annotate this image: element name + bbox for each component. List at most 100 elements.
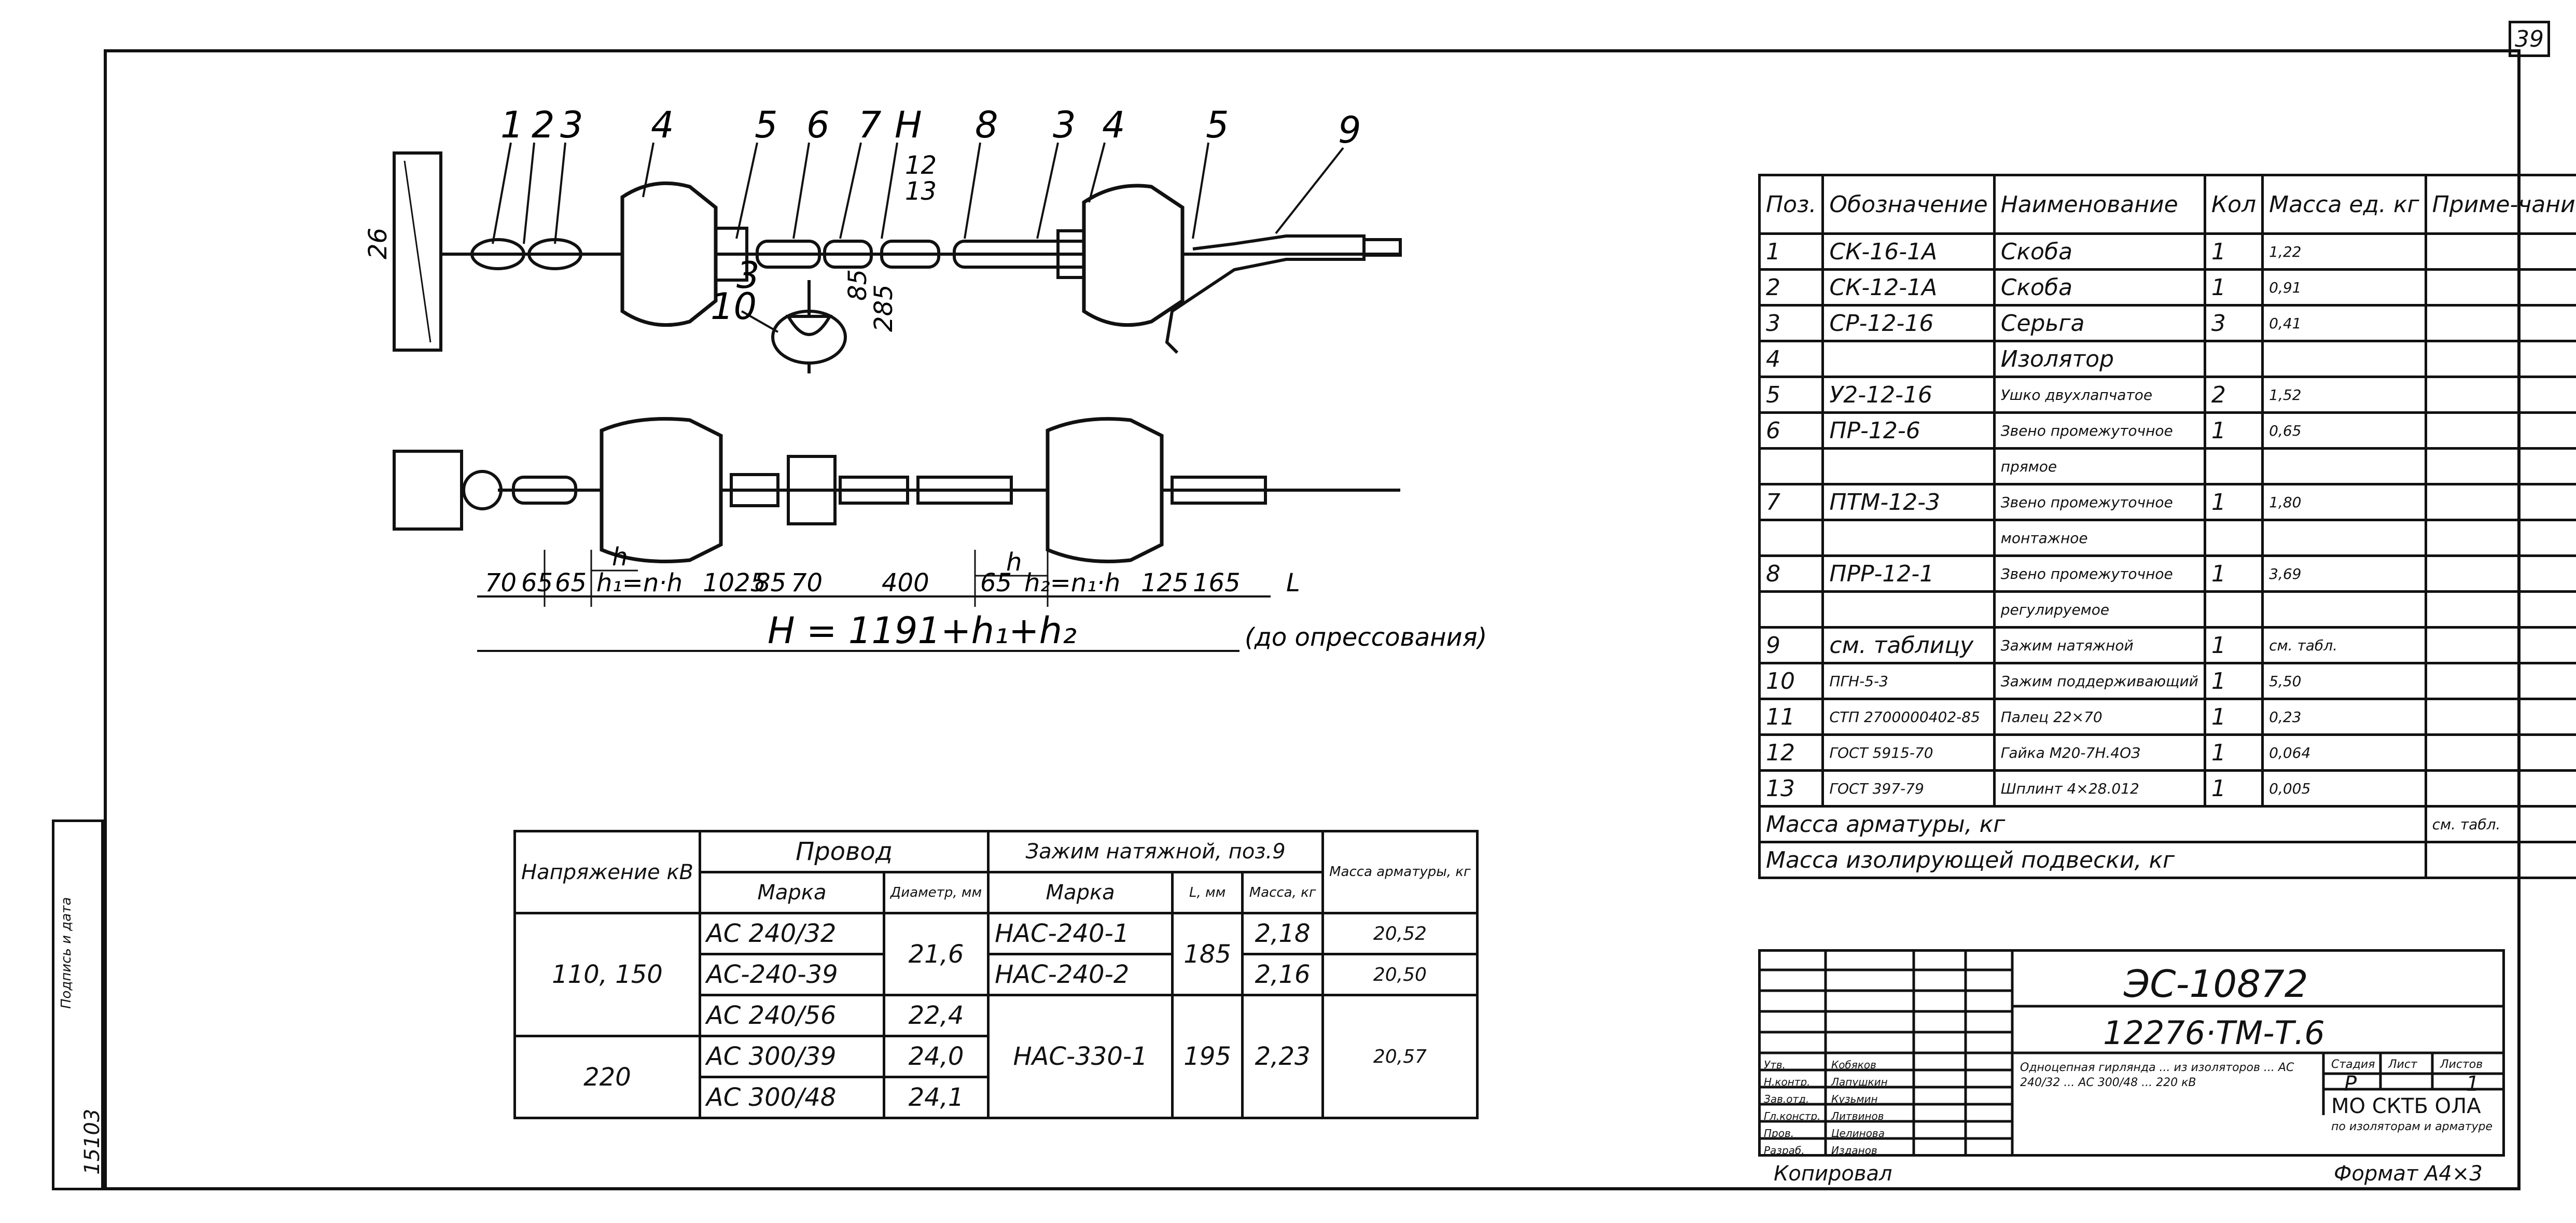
wire-row: АС 240/56 22,4 НАС-330-1 195 2,23 20,57 — [515, 994, 1479, 1119]
label-pos-5b: 5 — [1206, 104, 1229, 146]
insulator-1-bottom — [600, 417, 723, 563]
label-pos-10: 10 — [711, 285, 757, 328]
spec-header-code: Обозначение — [1821, 174, 1996, 235]
label-pos-8: 8 — [975, 104, 998, 146]
title-block: ЭС-10872 12276·ТМ-Т.6 Одноцепная гирлянд… — [1758, 949, 2505, 1157]
organization: МО СКТБ ОЛА — [2331, 1094, 2481, 1118]
total-formula: H = 1191+h₁+h₂ — [768, 609, 1077, 652]
wire-subheader-row: Марка Диаметр, мм Марка L, мм Масса, кг — [515, 871, 1478, 914]
copied-by: Копировал — [1774, 1162, 1892, 1186]
left-strip: Подпись и дата 15103 — [52, 819, 104, 1190]
wire-header-clamp: Зажим натяжной, поз.9 — [987, 830, 1325, 873]
spec-header-row: Поз. Обозначение Наименование Кол Масса … — [1758, 174, 2576, 235]
label-pos-3b: 3 — [1053, 104, 1076, 146]
dim-8: 65 — [980, 568, 1012, 597]
mounting-plate-bottom — [393, 450, 463, 531]
sheet-format: Формат А4×3 — [2334, 1162, 2483, 1186]
spec-row: прямое — [1758, 447, 2576, 485]
page-number: 39 — [2509, 21, 2550, 57]
spec-header-pos: Поз. — [1758, 174, 1825, 235]
sheet-label: Лист — [2388, 1058, 2417, 1071]
wire-row: АС-240-39 НАС-240-2 2,16 20,50 — [515, 953, 1479, 996]
wire-header-row: Напряжение кВ Провод Зажим натяжной, поз… — [513, 830, 1479, 914]
dim-6: 70 — [791, 568, 823, 597]
spec-footer-row: Масса изолирующей подвески, кг — [1758, 841, 2576, 879]
support-clamp — [785, 280, 833, 336]
side-dimension: 26 — [364, 228, 393, 259]
label-pos-1: 1 — [500, 104, 524, 146]
note-before-crimping: (до опрессования) — [1245, 623, 1487, 652]
spec-row: монтажное — [1758, 519, 2576, 557]
wire-header-fittings-mass: Масса арматуры, кг — [1321, 830, 1479, 914]
h-label-1: h — [612, 543, 628, 572]
label-pos-3c: 3 — [736, 254, 760, 297]
specification-table: Поз. Обозначение Наименование Кол Масса … — [1758, 174, 2576, 879]
dim-0: 70 — [485, 568, 517, 597]
dim-5: 85 — [755, 568, 786, 597]
wire-row: АС 300/48 24,1 — [515, 1076, 1478, 1119]
label-pos-9: 9 — [1338, 109, 1361, 151]
label-pos-4: 4 — [651, 104, 674, 146]
insulator-2-bottom — [1046, 417, 1164, 563]
label-pos-5: 5 — [755, 104, 778, 146]
label-pos-3: 3 — [560, 104, 583, 146]
organization-note: по изоляторам и арматуре — [2331, 1120, 2493, 1133]
h-label-2: h — [1006, 548, 1022, 577]
wire-header-voltage: Напряжение кВ — [513, 830, 701, 914]
label-pos-6: 6 — [806, 104, 830, 146]
insulator-1-top — [620, 181, 718, 327]
dim-12: L — [1286, 568, 1300, 597]
doc-title: Одноцепная гирлянда ... из изоляторов ..… — [2020, 1061, 2294, 1089]
wire-row: 110, 150 АС 240/32 21,6 НАС-240-1 185 2,… — [513, 912, 1479, 1037]
doc-code: 12276·ТМ-Т.6 — [2103, 1014, 2325, 1052]
tension-clamp — [1165, 234, 1366, 354]
spec-row: регулируемое — [1758, 590, 2576, 629]
label-pos-4b: 4 — [1102, 104, 1125, 146]
wire-row: 220 АС 300/39 24,0 — [513, 1035, 1478, 1119]
vertical-dim-1: 85 — [843, 269, 872, 301]
dim-4: 1025 — [703, 568, 766, 597]
sheets-label: Листов — [2440, 1058, 2483, 1071]
sheets-value: 1 — [2466, 1072, 2480, 1096]
label-pos-2: 2 — [532, 104, 555, 146]
insulator-2-top — [1082, 184, 1185, 327]
label-sub-12: 12 — [905, 151, 937, 180]
stage-value: Р — [2344, 1072, 2357, 1096]
label-pos-H: H — [895, 104, 922, 146]
vertical-dim-2: 285 — [869, 284, 898, 332]
dim-7: 400 — [882, 568, 929, 597]
dim-3: h₁=n·h — [596, 568, 683, 597]
label-sub-13: 13 — [905, 177, 937, 206]
dim-1: 65 — [521, 568, 553, 597]
stamp-roles: Утв.Н.контр.Зав.отд.Гл.констр.Пров.Разра… — [1764, 1059, 1821, 1157]
doc-number: ЭС-10872 — [2124, 962, 2308, 1006]
dim-9: h₂=n₁·h — [1024, 568, 1120, 597]
dim-10: 125 — [1141, 568, 1189, 597]
spec-header-note: Приме-чание — [2424, 174, 2576, 235]
spec-header-qty: Кол — [2203, 174, 2264, 235]
wire-clamp-table: Напряжение кВ Провод Зажим натяжной, поз… — [513, 830, 1479, 1119]
wire-header-wire: Провод — [698, 830, 990, 873]
spec-header-mass: Масса ед. кг — [2261, 174, 2427, 235]
dim-2: 65 — [555, 568, 587, 597]
dim-11: 165 — [1193, 568, 1241, 597]
spec-header-name: Наименование — [1993, 174, 2206, 235]
stage-label: Стадия — [2331, 1058, 2375, 1071]
label-pos-7: 7 — [858, 104, 882, 146]
